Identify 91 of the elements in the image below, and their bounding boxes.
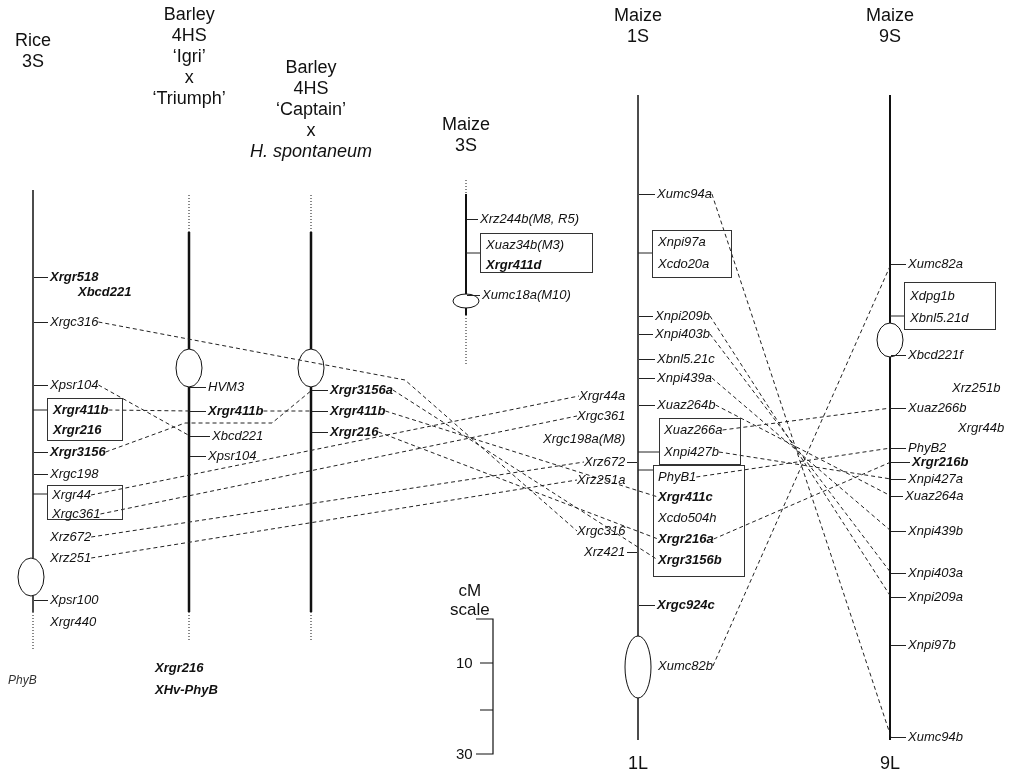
homology-line [99,415,578,515]
marker-label: Xrgr3156 [34,444,106,460]
homology-line [107,409,191,412]
scale-title: cM scale [450,581,490,619]
marker-label: Xrz251b [952,380,1001,396]
marker-label: Xcdo20a [658,256,710,272]
marker-label: Xuaz266a [664,422,723,438]
marker-label: Xrgr216b [891,454,969,470]
marker-label: Xrgr518 [34,269,99,285]
chromosome-heading: Maize 9S [866,5,914,47]
marker-label: PhyB1 [658,469,697,485]
homology-line [384,410,659,498]
marker-label: Xrgc924c [639,597,715,613]
marker-label: Xnpi403b [639,326,710,342]
marker-label: Xrz251 [50,550,92,566]
marker-label: Xrgr3156a [312,382,393,398]
marker-box [480,233,593,273]
marker-label: Xrgc316 [577,523,626,539]
marker-label: Xrgc361 [577,408,626,424]
marker-label: Xnpi439b [891,523,963,539]
scale-value: 30 [456,745,473,763]
homology-line [711,193,892,738]
arm-label: 9L [880,752,901,774]
marker-label: Xrgr216a [658,531,714,547]
marker-label: Xrgr411b [312,403,386,419]
homology-line [722,407,892,431]
homology-line [377,431,659,540]
marker-label: Xbnl5.21d [910,310,969,326]
marker-label: Xumc18a(M10) [467,287,571,303]
marker-label: Xrgr411c [658,489,713,505]
chromosome-heading: Maize 1S [614,5,662,47]
marker-label: Xrgr440 [50,614,97,630]
marker-label: Xumc82b [658,658,713,674]
homology-line [105,389,313,453]
chromosome-heading: Barley 4HS ‘Igri’ x ‘Triumph’ [152,4,226,109]
marker-label: Xrgr411b [53,402,109,418]
marker-label: Xrgr44b [958,420,1005,436]
marker-label: Xdpg1b [910,288,955,304]
homology-line [718,451,892,480]
marker-label: Xnpi209a [891,589,963,605]
marker-label: Xrgc198 [34,466,99,482]
marker-label: Xbcd221 [78,284,132,300]
marker-label: Xnpi209b [639,308,710,324]
locus-label: PhyB [8,672,37,688]
homology-line [713,461,892,540]
marker-label: Xnpi97b [891,637,956,653]
marker-label: Xrgr216 [53,422,102,438]
marker-label: Xcdo504h [658,510,717,526]
arm-label: 1L [628,752,649,774]
marker-box [47,398,123,441]
marker-label: Xnpi97a [658,234,706,250]
marker-label: Xrgr411d [486,257,542,273]
marker-label: Xnpi403a [891,565,963,581]
scale-value: 10 [456,654,473,672]
homology-line [90,461,585,538]
homology-line [712,263,892,667]
marker-label: Xrgr411b [190,403,264,419]
homology-line [715,404,892,497]
marker-label: Xuaz34b(M3) [486,237,565,253]
marker-box [904,282,996,330]
marker-box [47,485,123,520]
marker-label: Xrgc361 [52,506,101,522]
chromosome-heading: Rice 3S [15,30,51,72]
marker-label: Xrgc316 [34,314,99,330]
marker-label: Xnpi427b [664,444,719,460]
marker-label: Xrgr44 [52,487,92,503]
marker-label: Xpsr100 [34,592,99,608]
locus-label: Xrgr216 [155,660,204,676]
marker-label: Xnpi427a [891,471,963,487]
homology-line [97,384,191,437]
marker-label: Xrz672 [50,529,92,545]
marker-label: Xrgr44a [579,388,626,404]
homology-line [90,479,578,559]
marker-label: Xpsr104 [190,448,257,464]
homology-line [711,377,892,532]
homology-line [90,395,580,496]
marker-box [659,418,741,465]
homology-line [97,321,578,532]
chromosome-heading: Maize 3S [442,114,490,156]
marker-label: Xrgc198a(M8) [543,431,626,447]
marker-label: Xrgr3156b [658,552,722,568]
marker-label: Xpsr104 [34,377,99,393]
chromosome-heading: Barley 4HS ‘Captain’ x H. spontaneum [250,57,373,162]
marker-label: Xrgr216 [312,424,379,440]
homology-line [695,447,892,478]
marker-label: Xrz244b(M8, R5) [467,211,579,227]
locus-label: XHv-PhyB [155,682,218,698]
marker-box [653,465,745,577]
marker-box [652,230,732,278]
marker-label: Xrz251a [577,472,626,488]
marker-label: Xnpi439a [639,370,712,386]
